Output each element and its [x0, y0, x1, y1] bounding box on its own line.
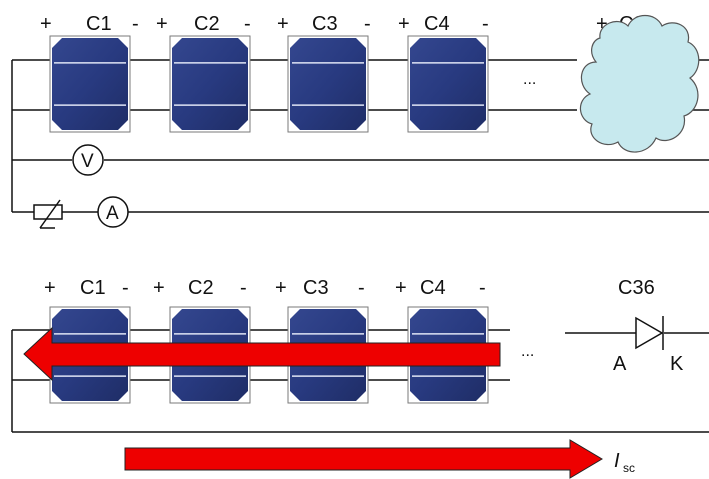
diode-anode-label: A: [613, 353, 627, 375]
bottom-cell-labels: + C1 - + C2 - + C3 - + C4 - C36: [44, 277, 655, 299]
top-cells: [49, 35, 489, 133]
voltmeter-label: V: [81, 151, 94, 172]
top-c2-minus: -: [244, 13, 251, 35]
bottom-circuit: + C1 - + C2 - + C3 - + C4 - C36 ... A K …: [11, 277, 709, 479]
bottom-c1-minus: -: [122, 277, 129, 299]
short-circuit-current-label: I sc: [614, 450, 635, 475]
ammeter-label: A: [106, 203, 119, 224]
bottom-c4-plus: +: [395, 277, 407, 299]
bottom-c2-plus: +: [153, 277, 165, 299]
cloud-icon: [579, 14, 700, 153]
top-c2-plus: +: [156, 13, 168, 35]
bottom-c3-label: C3: [303, 277, 329, 299]
bottom-c1-plus: +: [44, 277, 56, 299]
top-c1-label: C1: [86, 13, 112, 35]
top-c4-label: C4: [424, 13, 450, 35]
top-circuit: + C1 - + C2 - + C3 - + C4 - + C36 ... V: [11, 13, 709, 229]
bottom-c3-plus: +: [275, 277, 287, 299]
current-subscript: sc: [623, 461, 635, 475]
right-current-arrow-icon: [124, 439, 603, 479]
top-c3-label: C3: [312, 13, 338, 35]
top-solar-cell-icon: [287, 35, 369, 133]
top-c4-minus: -: [482, 13, 489, 35]
variable-resistor-icon: [33, 199, 63, 229]
current-symbol: I: [614, 450, 620, 472]
bottom-c1-label: C1: [80, 277, 106, 299]
bottom-c36-label: C36: [618, 277, 655, 299]
left-current-arrow-icon: [23, 326, 501, 382]
bottom-c3-minus: -: [358, 277, 365, 299]
voltmeter-icon: V: [72, 144, 104, 176]
bottom-c4-label: C4: [420, 277, 446, 299]
bottom-c2-label: C2: [188, 277, 214, 299]
top-c4-plus: +: [398, 13, 410, 35]
top-c36-plus: +: [596, 13, 608, 35]
top-c3-plus: +: [277, 13, 289, 35]
top-c3-minus: -: [364, 13, 371, 35]
top-c2-label: C2: [194, 13, 220, 35]
top-c1-plus: +: [40, 13, 52, 35]
top-ellipsis: ...: [523, 71, 536, 88]
bottom-c4-minus: -: [479, 277, 486, 299]
diode-icon: [635, 316, 664, 350]
bottom-ellipsis: ...: [521, 343, 534, 360]
bottom-c2-minus: -: [240, 277, 247, 299]
diode-cathode-label: K: [670, 353, 684, 375]
top-solar-cell-icon: [407, 35, 489, 133]
ammeter-icon: A: [97, 196, 129, 228]
top-c1-minus: -: [132, 13, 139, 35]
top-cell-labels: + C1 - + C2 - + C3 - + C4 - + C36: [40, 13, 656, 35]
top-solar-cell-icon: [49, 35, 131, 133]
top-solar-cell-icon: [169, 35, 251, 133]
